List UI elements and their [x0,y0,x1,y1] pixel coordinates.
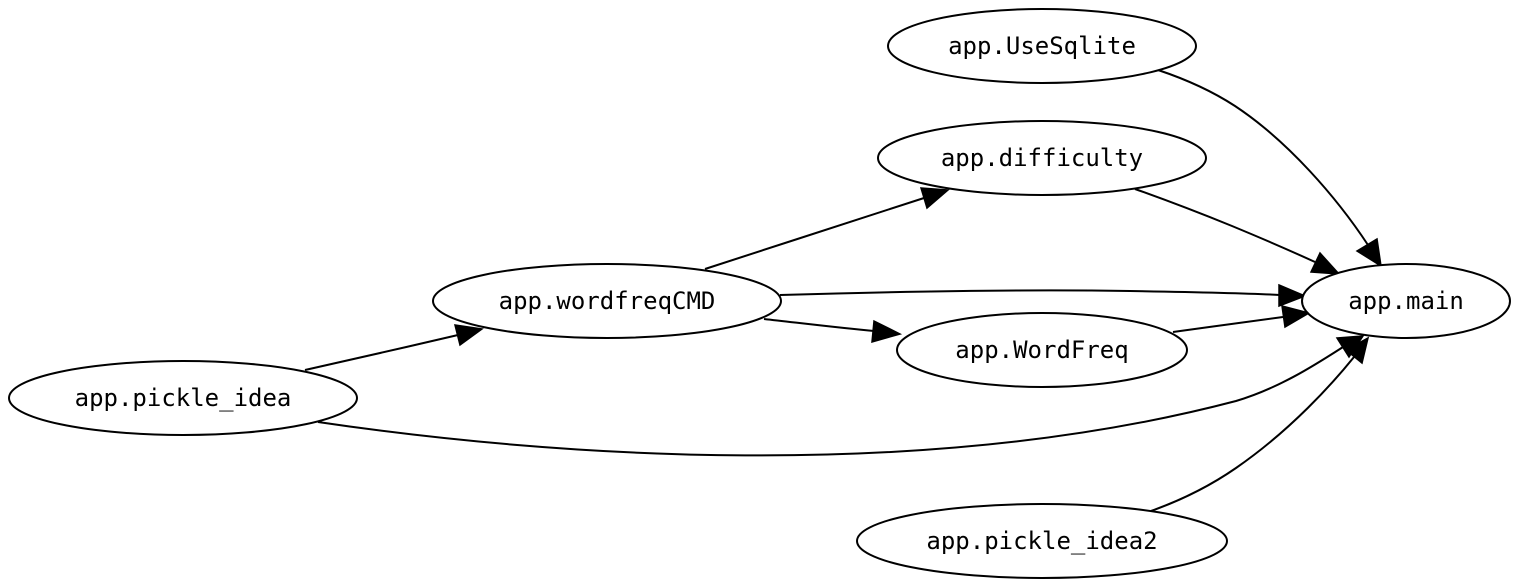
edge-wordfreqcmd-to-difficulty [704,187,950,270]
node-usesqlite-label: app.UseSqlite [948,32,1136,60]
node-pickle-idea2-label: app.pickle_idea2 [926,527,1157,555]
edge-wordfreqcmd-to-wordfreq [763,318,903,344]
node-difficulty-shape [877,120,1207,196]
node-usesqlite-shape [887,8,1197,84]
node-difficulty[interactable]: app.difficulty [877,120,1207,196]
node-pickle-idea-label: app.pickle_idea [75,384,292,412]
edge-pickle-idea-to-main [317,335,1365,457]
edges [304,69,1382,512]
node-pickle-idea-shape [8,360,358,436]
edge-difficulty-to-main [1134,188,1341,275]
node-pickle-idea[interactable]: app.pickle_idea [8,360,358,436]
edge-pickle-idea2-to-main [1150,336,1370,512]
edge-pickle-idea-to-wordfreqcmd [304,324,484,371]
node-pickle-idea2-shape [856,503,1228,579]
node-wordfreq-shape [896,312,1188,388]
nodes: app.UseSqlite app.difficulty app.wordfre… [8,8,1511,579]
node-main-shape [1301,263,1511,339]
node-usesqlite[interactable]: app.UseSqlite [887,8,1197,84]
node-difficulty-label: app.difficulty [941,144,1143,172]
edge-usesqlite-to-main [1157,69,1382,268]
node-wordfreq[interactable]: app.WordFreq [896,312,1188,388]
node-main[interactable]: app.main [1301,263,1511,339]
node-wordfreqcmd-shape [432,263,782,339]
edge-wordfreqcmd-to-main [779,283,1308,308]
node-wordfreqcmd-label: app.wordfreqCMD [499,287,716,315]
edge-wordfreq-to-main [1172,304,1311,333]
node-wordfreqcmd[interactable]: app.wordfreqCMD [432,263,782,339]
node-pickle-idea2[interactable]: app.pickle_idea2 [856,503,1228,579]
node-wordfreq-label: app.WordFreq [955,336,1128,364]
node-main-label: app.main [1348,287,1464,315]
